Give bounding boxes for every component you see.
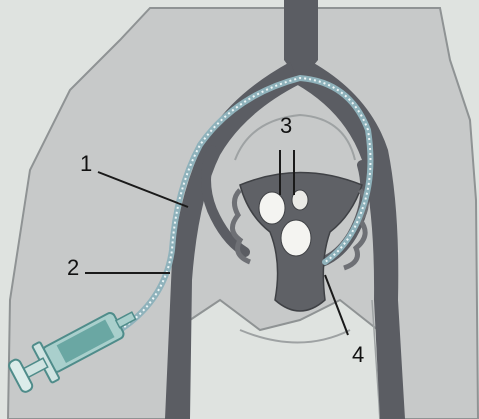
callout-1: 1 bbox=[80, 153, 92, 175]
fibroid-right bbox=[281, 220, 311, 256]
callout-3: 3 bbox=[280, 115, 292, 137]
fibroid-left bbox=[259, 192, 285, 224]
callout-4: 4 bbox=[352, 344, 364, 366]
callout-2: 2 bbox=[67, 257, 79, 279]
